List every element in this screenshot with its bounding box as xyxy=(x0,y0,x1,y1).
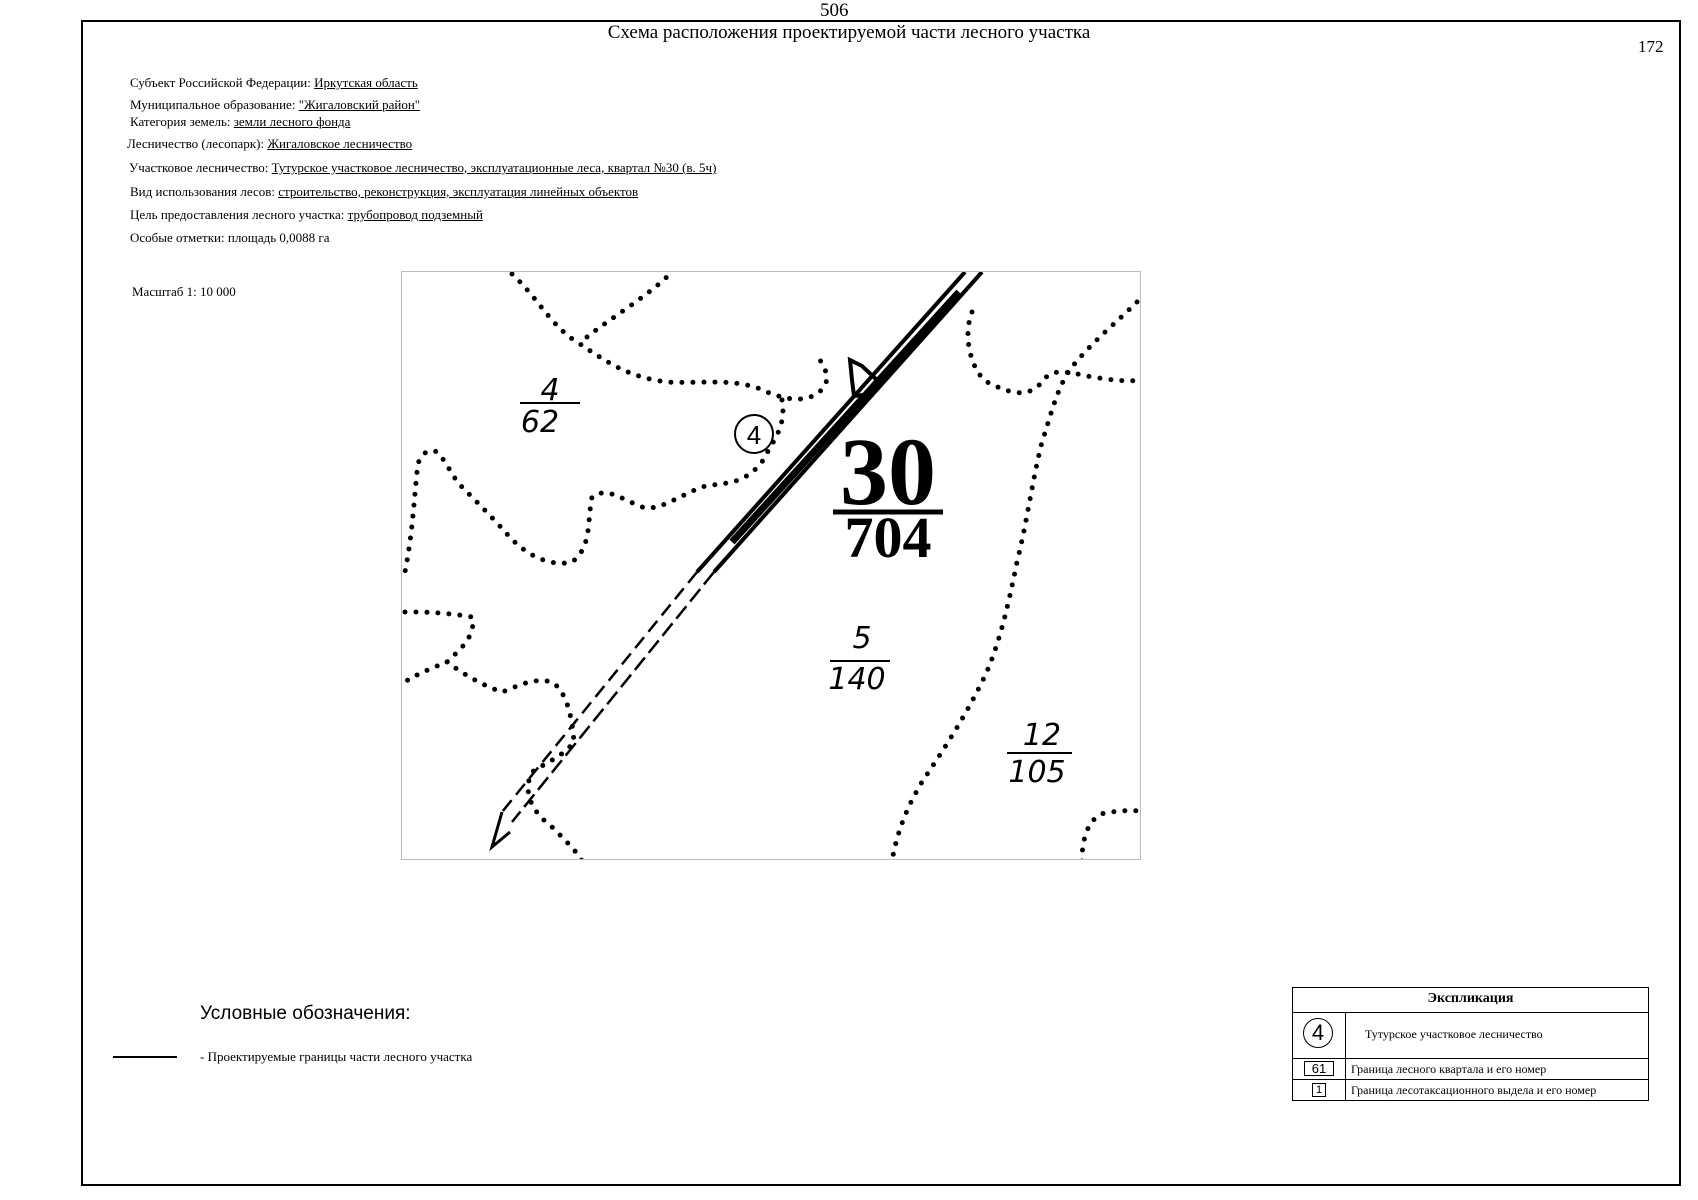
info-forestry: Лесничество (лесопарк): Жигаловское лесн… xyxy=(127,136,412,152)
info-district-forestry-label: Участковое лесничество: xyxy=(129,160,269,175)
info-land-category-value: земли лесного фонда xyxy=(233,114,351,129)
page-number: 506 xyxy=(820,0,849,21)
legend-line-symbol xyxy=(113,1056,177,1058)
info-notes-label: Особые отметки: xyxy=(130,230,225,245)
boundary-path xyxy=(965,309,1140,396)
explication-text: Граница лесного квартала и его номер xyxy=(1351,1062,1547,1076)
info-municipality-label: Муниципальное образование: xyxy=(130,97,296,112)
explication-row: 4 Тутурское участковое лесничество xyxy=(1293,1012,1648,1059)
taxation-boundaries xyxy=(402,272,1140,859)
boundary-path xyxy=(402,609,476,685)
page-title: Схема расположения проектируемой части л… xyxy=(607,22,1091,43)
explication-symbol-cell: 4 xyxy=(1293,1012,1346,1058)
road-line xyxy=(695,272,967,574)
road-line xyxy=(489,811,511,852)
explication-text: Тутурское участковое лесничество xyxy=(1365,1027,1543,1041)
plot-number: 4 xyxy=(540,373,559,408)
boundary-path xyxy=(584,272,675,340)
info-land-category: Категория земель: земли лесного фонда xyxy=(130,114,350,130)
info-purpose-label: Цель предоставления лесного участка: xyxy=(130,207,345,222)
info-purpose-value: трубопровод подземный xyxy=(347,207,483,222)
legend-title: Условные обозначения: xyxy=(200,1003,411,1024)
info-notes-value: площадь 0,0088 га xyxy=(227,230,330,245)
plot-number: 12 xyxy=(1023,718,1061,753)
info-subject: Субъект Российской Федерации: Иркутская … xyxy=(130,75,418,91)
info-forestry-label: Лесничество (лесопарк): xyxy=(127,136,265,151)
plot-area: 105 xyxy=(1008,755,1065,790)
map-canvas: 30 704 4 4 62 5 140 12 105 xyxy=(402,272,1140,859)
info-land-category-label: Категория земель: xyxy=(130,114,231,129)
quarter-area-label: 704 xyxy=(845,505,932,570)
info-forest-use-label: Вид использования лесов: xyxy=(130,184,275,199)
explication-symbol-cell: 61 xyxy=(1293,1058,1346,1079)
district-forestry-number: 4 xyxy=(747,420,761,450)
road-line xyxy=(712,272,984,574)
legend-item-text: - Проектируемые границы части лесного уч… xyxy=(200,1049,473,1064)
info-purpose: Цель предоставления лесного участка: тру… xyxy=(130,207,483,223)
boundary-path xyxy=(889,299,1140,859)
district-forestry-circle xyxy=(734,414,774,454)
info-municipality: Муниципальное образование: "Жигаловский … xyxy=(130,97,420,113)
explication-title: Экспликация xyxy=(1293,988,1648,1013)
info-forest-use-value: строительство, реконструкция, эксплуатац… xyxy=(278,184,639,199)
boundary-path xyxy=(444,659,584,859)
info-forestry-value: Жигаловское лесничество xyxy=(267,136,413,151)
explication-symbol-cell: 1 xyxy=(1293,1079,1346,1101)
quarter-border-road xyxy=(489,272,984,852)
explication-table: Экспликация 4 Тутурское участковое лесни… xyxy=(1292,987,1649,1101)
road-line xyxy=(501,571,698,813)
info-subject-value: Иркутская область xyxy=(314,75,418,90)
explication-text: Граница лесотаксационного выдела и его н… xyxy=(1351,1083,1597,1097)
road-line xyxy=(729,289,962,545)
explication-row: 1 Граница лесотаксационного выдела и его… xyxy=(1293,1079,1648,1101)
quarter-number-symbol: 61 xyxy=(1304,1061,1334,1076)
sheet-number: 172 xyxy=(1638,37,1664,56)
map-scale: Масштаб 1: 10 000 xyxy=(132,284,236,299)
plot-area: 140 xyxy=(828,662,885,697)
plot-labels: 4 62 5 140 12 105 xyxy=(520,373,1072,790)
explication-row: 61 Граница лесного квартала и его номер xyxy=(1293,1058,1648,1080)
projected-plot-boundary xyxy=(847,356,880,399)
district-forestry-symbol: 4 xyxy=(1303,1018,1333,1048)
info-subject-label: Субъект Российской Федерации: xyxy=(130,75,311,90)
sheet-frame xyxy=(81,20,1681,1186)
map-view[interactable]: 30 704 4 4 62 5 140 12 105 xyxy=(401,271,1141,860)
info-notes: Особые отметки: площадь 0,0088 га xyxy=(130,230,329,246)
info-district-forestry-value: Тутурское участковое лесничество, эксплу… xyxy=(271,160,717,175)
boundary-path xyxy=(1079,808,1140,859)
plot-number: 5 xyxy=(852,621,871,656)
info-district-forestry: Участковое лесничество: Тутурское участк… xyxy=(129,160,716,176)
road-line xyxy=(511,571,715,823)
quarter-number-label: 30 xyxy=(840,418,936,525)
plot-area: 62 xyxy=(521,405,559,440)
info-municipality-value: "Жигаловский район" xyxy=(298,97,421,112)
plot-number-symbol: 1 xyxy=(1312,1083,1326,1097)
boundary-path xyxy=(402,397,786,575)
info-forest-use: Вид использования лесов: строительство, … xyxy=(130,184,638,200)
